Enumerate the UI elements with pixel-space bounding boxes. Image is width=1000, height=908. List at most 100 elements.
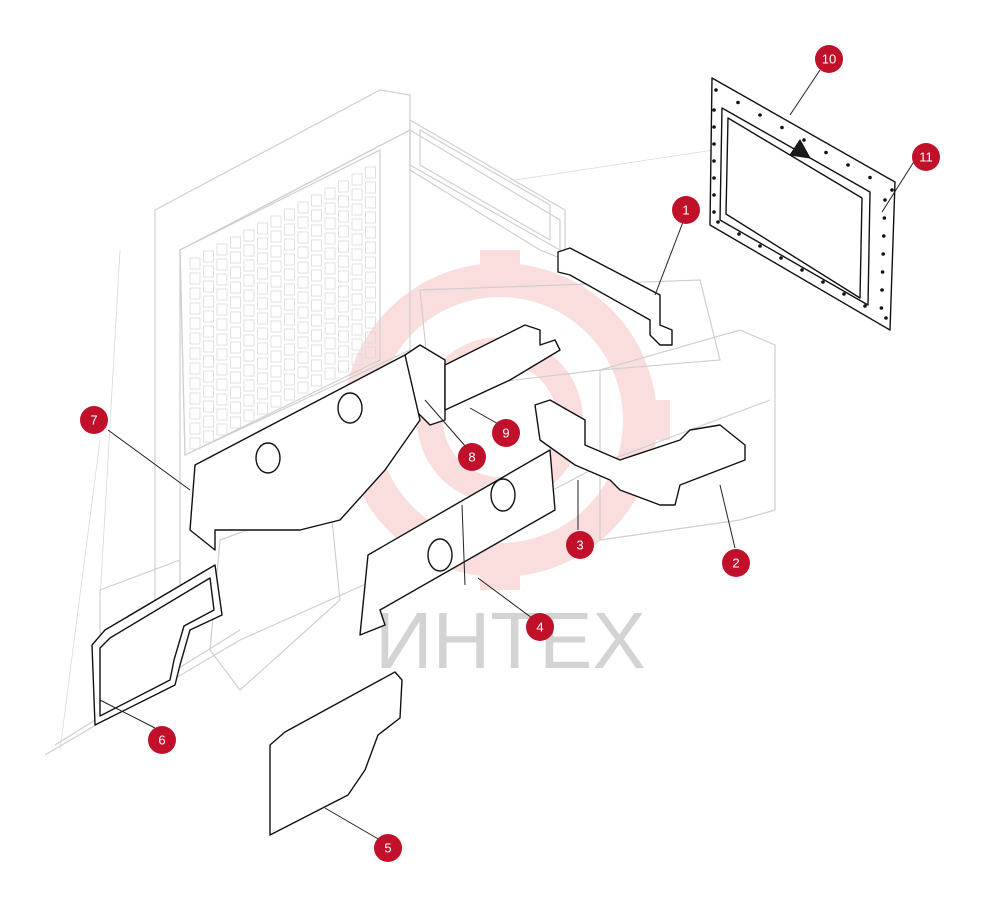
grille-cell bbox=[203, 250, 214, 263]
callout-8[interactable]: 8 bbox=[458, 443, 486, 471]
grille-cell bbox=[270, 380, 282, 393]
grille-cell bbox=[311, 359, 322, 372]
grille-cell bbox=[270, 215, 282, 228]
grille-mesh-ghost bbox=[179, 149, 381, 456]
grille-cell bbox=[230, 281, 241, 294]
callout-9[interactable]: 9 bbox=[492, 419, 520, 447]
bolt-hole bbox=[712, 159, 716, 163]
grille-cell bbox=[270, 305, 282, 318]
grille-cell bbox=[311, 269, 322, 282]
callout-5[interactable]: 5 bbox=[374, 834, 402, 862]
grille-cell bbox=[216, 243, 228, 256]
grille-cell bbox=[297, 276, 309, 289]
callout-label: 2 bbox=[732, 556, 739, 571]
grille-cell bbox=[311, 314, 322, 327]
grille-cell bbox=[351, 338, 363, 351]
bolt-hole bbox=[868, 175, 872, 180]
grille-cell bbox=[243, 319, 255, 332]
grille-cell bbox=[257, 312, 268, 325]
grille-cell bbox=[216, 363, 228, 376]
bolt-hole bbox=[846, 163, 850, 167]
grille-cell bbox=[338, 180, 349, 193]
bolt-hole bbox=[712, 125, 716, 129]
grille-cell bbox=[216, 318, 228, 331]
grille-cell bbox=[189, 392, 201, 405]
callout-4[interactable]: 4 bbox=[526, 613, 554, 641]
grille-cell bbox=[351, 278, 363, 291]
callout-label: 1 bbox=[682, 203, 689, 218]
callout-10[interactable]: 10 bbox=[815, 45, 843, 73]
callout-2[interactable]: 2 bbox=[722, 549, 750, 577]
grille-cell bbox=[203, 310, 214, 323]
grille-cell bbox=[216, 258, 228, 271]
grille-cell bbox=[189, 422, 201, 435]
grille-cell bbox=[270, 290, 282, 303]
grille-cell bbox=[203, 340, 214, 353]
grille-cell bbox=[243, 289, 255, 302]
grille-cell bbox=[297, 351, 309, 364]
grille-cell bbox=[365, 226, 376, 239]
callout-11[interactable]: 11 bbox=[912, 143, 940, 171]
grille-cell bbox=[365, 196, 376, 209]
grille-cell bbox=[338, 360, 349, 373]
grille-cell bbox=[297, 261, 309, 274]
grille-cell bbox=[243, 244, 255, 257]
grille-cell bbox=[324, 232, 336, 245]
grille-cell bbox=[311, 254, 322, 267]
bolt-hole bbox=[880, 288, 884, 292]
grille-cell bbox=[324, 262, 336, 275]
callout-7[interactable]: 7 bbox=[80, 406, 108, 434]
grille-cell bbox=[203, 265, 214, 278]
grille-cell bbox=[230, 341, 241, 354]
grille-cell bbox=[365, 271, 376, 284]
grille-cell bbox=[203, 370, 214, 383]
grille-cell bbox=[257, 357, 268, 370]
part-left-panel bbox=[91, 564, 223, 726]
grille-cell bbox=[230, 266, 241, 279]
callout-3[interactable]: 3 bbox=[566, 531, 594, 559]
grille-cell bbox=[311, 329, 322, 342]
grille-cell bbox=[284, 283, 295, 296]
callout-1[interactable]: 1 bbox=[672, 196, 700, 224]
grille-cell bbox=[284, 238, 295, 251]
grille-cell bbox=[338, 195, 349, 208]
grille-cell bbox=[230, 416, 241, 429]
grille-cell bbox=[338, 255, 349, 268]
grille-cell bbox=[189, 272, 201, 285]
grille-cell bbox=[189, 302, 201, 315]
grille-cell bbox=[297, 231, 309, 244]
grille-cell bbox=[311, 239, 322, 252]
bolt-hole bbox=[880, 270, 885, 274]
callout-6[interactable]: 6 bbox=[148, 726, 176, 754]
part-bottom-panel bbox=[269, 671, 403, 836]
grille-cell bbox=[311, 344, 322, 357]
grille-cell bbox=[203, 355, 214, 368]
bolt-hole bbox=[882, 216, 887, 220]
grille-cell bbox=[243, 304, 255, 317]
callouts: 1 2 3 4 5 6 7 8 9 10 11 bbox=[80, 45, 940, 862]
grille-cell bbox=[270, 230, 282, 243]
callout-label: 9 bbox=[502, 426, 509, 441]
grille-cell bbox=[270, 365, 282, 378]
grille-cell bbox=[351, 218, 363, 231]
grille-cell bbox=[203, 430, 214, 443]
grille-cell bbox=[243, 229, 255, 242]
grille-cell bbox=[284, 343, 295, 356]
grille-cell bbox=[324, 352, 336, 365]
grille-cell bbox=[243, 274, 255, 287]
part-window-frame bbox=[709, 77, 896, 331]
grille-cell bbox=[351, 233, 363, 246]
callout-label: 6 bbox=[158, 733, 165, 748]
grille-cell bbox=[203, 325, 214, 338]
grille-cell bbox=[365, 166, 376, 179]
grille-cell bbox=[230, 296, 241, 309]
grille-cell bbox=[243, 394, 255, 407]
part-center-panel bbox=[189, 354, 421, 551]
grille-cell bbox=[189, 437, 201, 450]
grille-cell bbox=[297, 306, 309, 319]
grille-cell bbox=[311, 224, 322, 237]
leader-lines bbox=[99, 69, 916, 841]
grille-cell bbox=[189, 317, 201, 330]
grille-cell bbox=[338, 315, 349, 328]
grille-cell bbox=[297, 366, 309, 379]
